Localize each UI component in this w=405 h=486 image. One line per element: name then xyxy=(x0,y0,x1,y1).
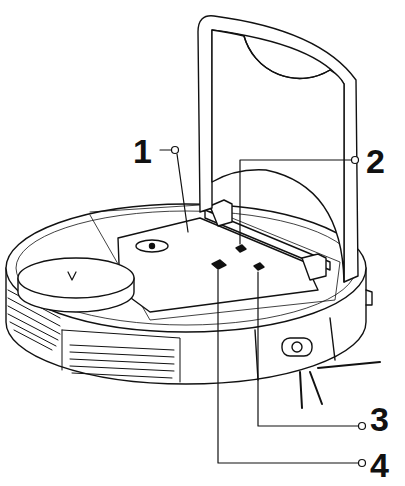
callout-number: 1 xyxy=(133,134,152,168)
callout-number: 3 xyxy=(370,402,389,436)
callout-number: 4 xyxy=(370,448,389,482)
callout-number: 2 xyxy=(366,144,385,178)
